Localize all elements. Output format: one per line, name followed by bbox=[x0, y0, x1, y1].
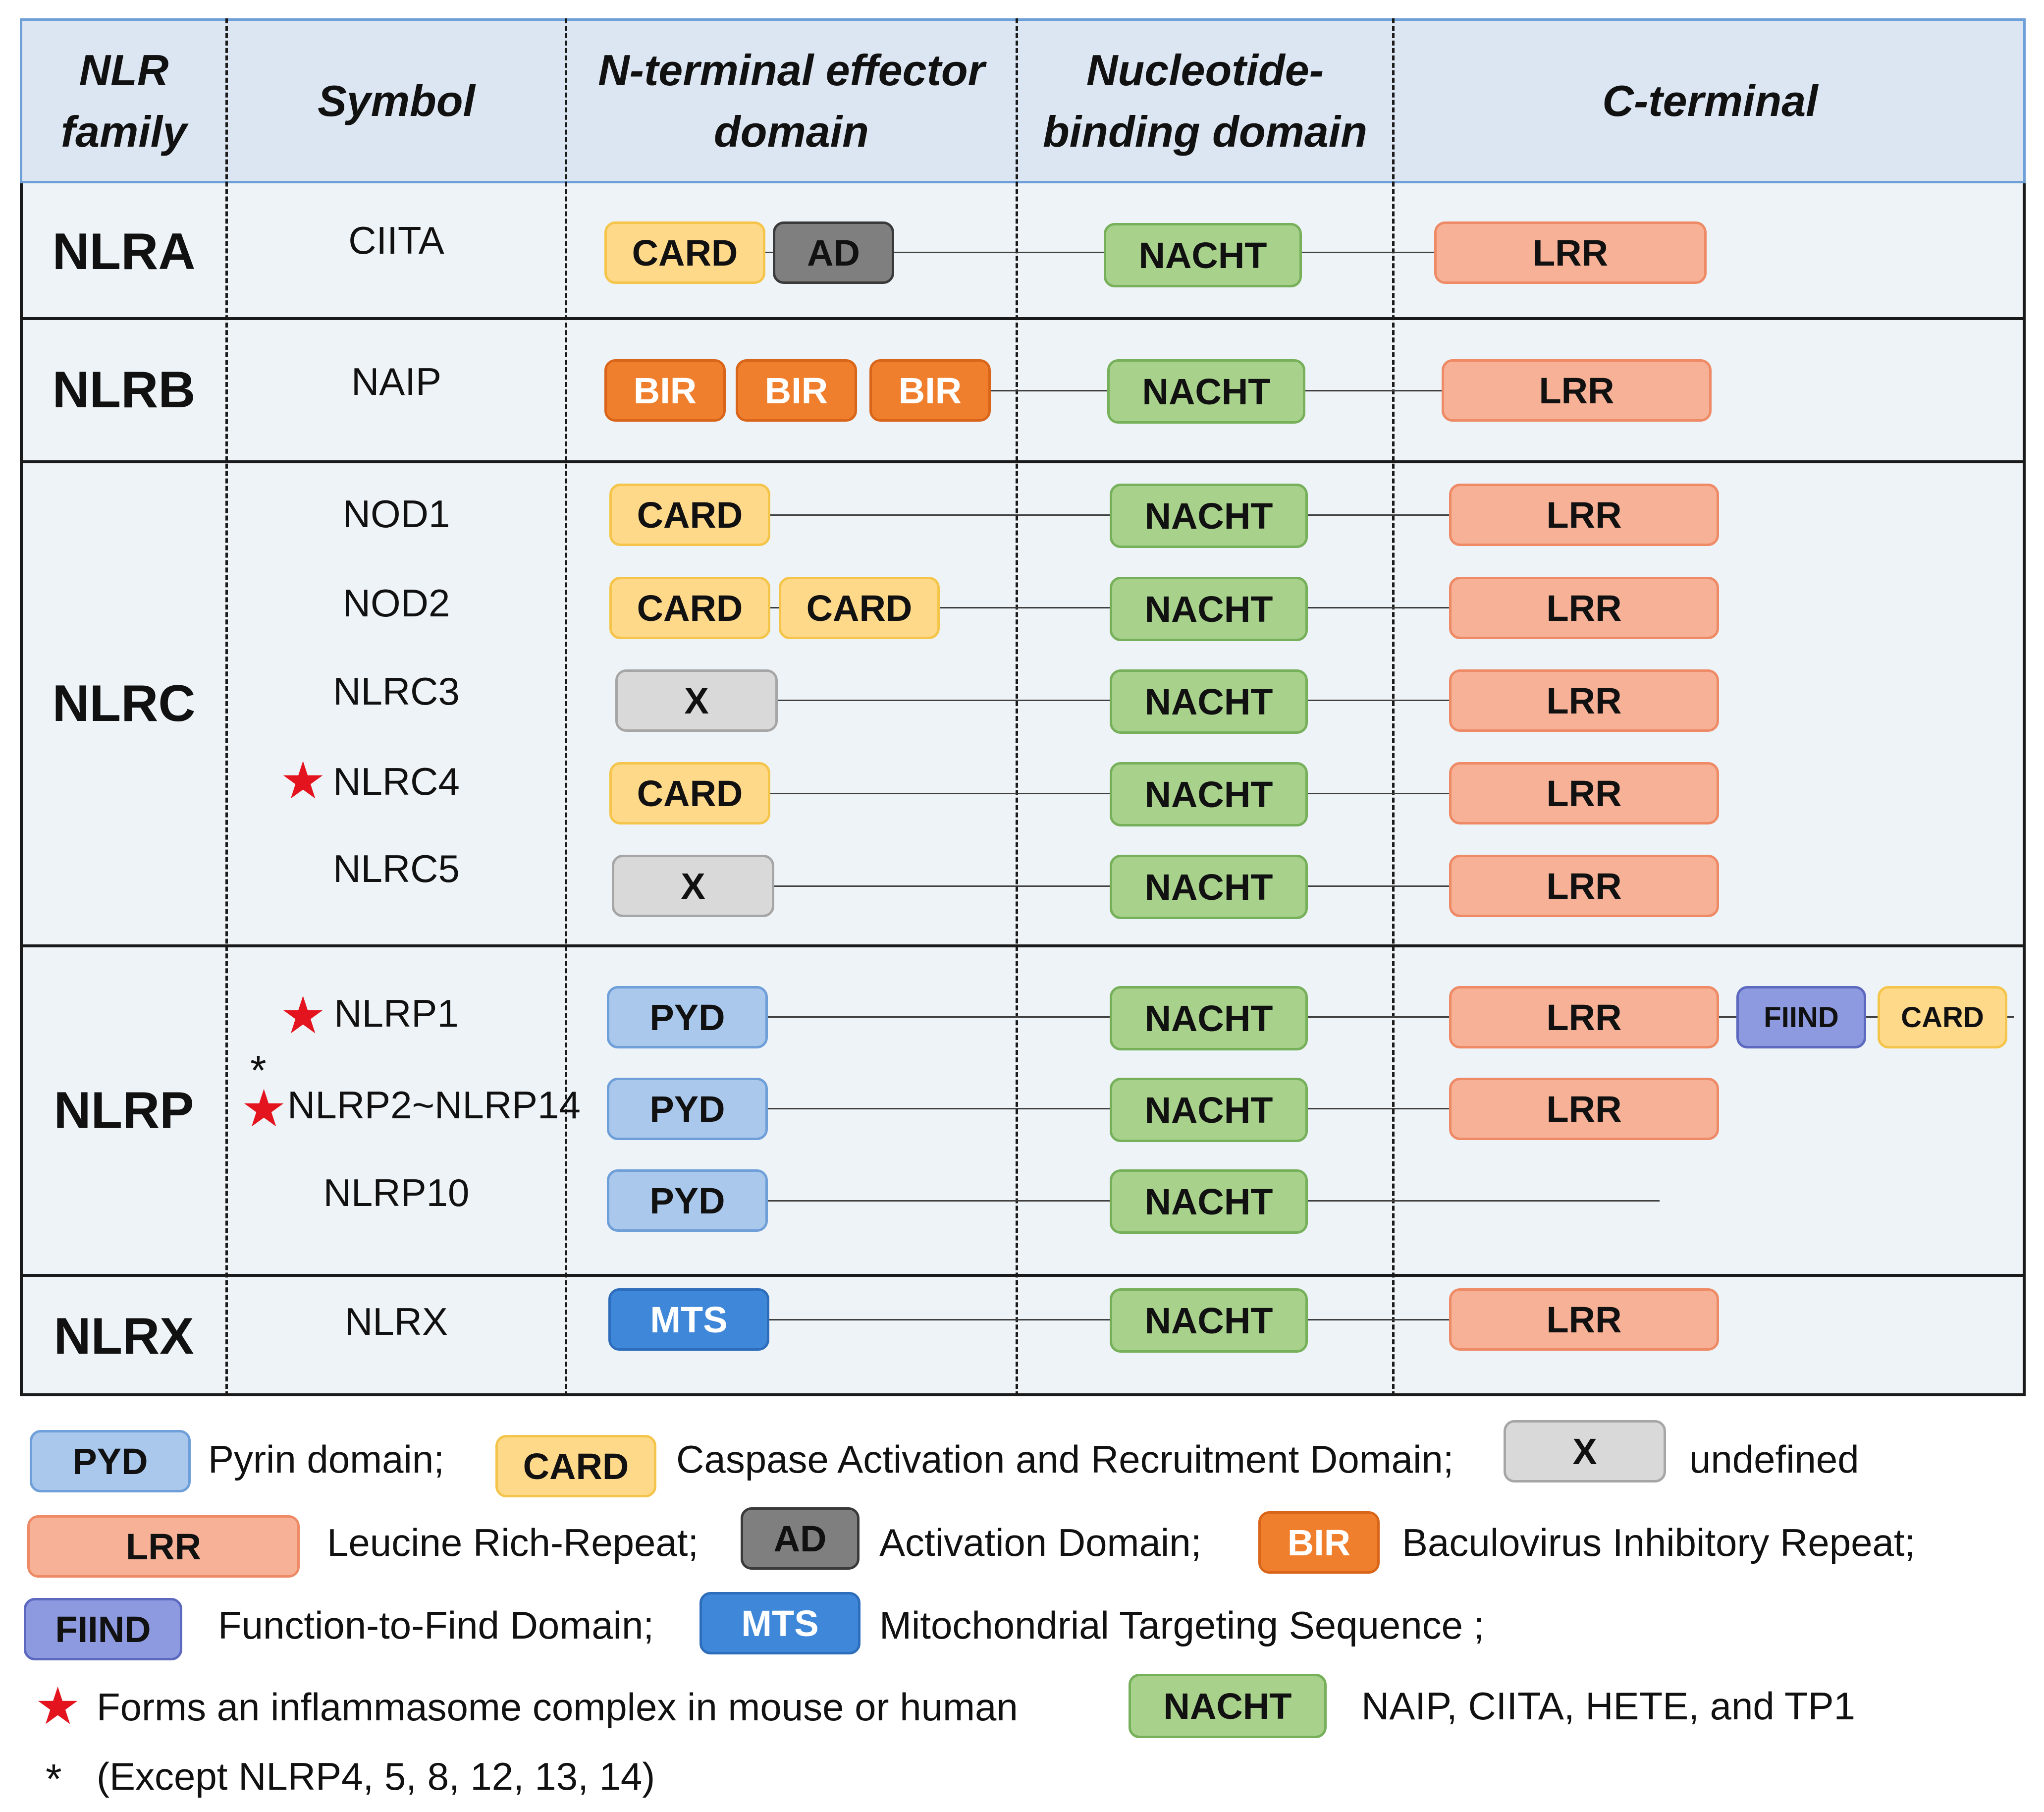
symbol-ciita: CIITA bbox=[348, 218, 444, 262]
legend-card-text: Caspase Activation and Recruitment Domai… bbox=[676, 1437, 1454, 1481]
header-nucleotide: Nucleotide- binding domain bbox=[1042, 45, 1367, 156]
domain-bir: BIR bbox=[604, 359, 726, 422]
legend-fiind-swatch: FIIND bbox=[24, 1598, 182, 1660]
symbol-nlrx: NLRX bbox=[344, 1299, 448, 1343]
domain-lrr: LRR bbox=[1449, 669, 1719, 732]
symbol-nod2: NOD2 bbox=[342, 581, 450, 625]
domain-card: CARD bbox=[609, 577, 770, 639]
row-separator bbox=[20, 944, 2026, 947]
domain-lrr: LRR bbox=[1449, 1078, 1719, 1140]
domain-lrr: LRR bbox=[1442, 359, 1712, 422]
domain-nacht: NACHT bbox=[1110, 669, 1308, 734]
header-c-terminal: C-terminal bbox=[1602, 76, 1818, 125]
family-nlrx: NLRX bbox=[54, 1308, 194, 1365]
domain-nacht: NACHT bbox=[1110, 986, 1308, 1050]
legend-mts-swatch: MTS bbox=[699, 1592, 861, 1654]
legend-nacht-text: NAIP, CIITA, HETE, and TP1 bbox=[1361, 1684, 1856, 1728]
legend-ad-swatch: AD bbox=[741, 1507, 860, 1570]
legend-x-text: undefined bbox=[1689, 1437, 1859, 1481]
legend-nacht-swatch: NACHT bbox=[1129, 1674, 1327, 1738]
domain-bir: BIR bbox=[869, 359, 991, 422]
domain-nacht: NACHT bbox=[1110, 762, 1308, 826]
domain-lrr: LRR bbox=[1449, 855, 1719, 917]
family-nlra: NLRA bbox=[52, 222, 196, 280]
legend-x-swatch: X bbox=[1504, 1420, 1666, 1483]
domain-pyd: PYD bbox=[607, 986, 768, 1048]
domain-bir: BIR bbox=[736, 359, 857, 422]
domain-lrr: LRR bbox=[1434, 221, 1707, 284]
domain-mts: MTS bbox=[608, 1288, 769, 1351]
symbol-naip: NAIP bbox=[351, 359, 442, 403]
symbol-nlrc3: NLRC3 bbox=[333, 669, 460, 713]
row-separator bbox=[20, 460, 2026, 463]
inflammasome-star-icon: ★ bbox=[280, 752, 326, 810]
header-symbol: Symbol bbox=[318, 76, 475, 125]
legend-pyd-text: Pyrin domain; bbox=[208, 1437, 444, 1481]
symbol-nlrc4: NLRC4 bbox=[333, 759, 460, 803]
domain-lrr: LRR bbox=[1449, 577, 1719, 639]
legend-bir-swatch: BIR bbox=[1258, 1511, 1380, 1574]
legend-asterisk-icon: * bbox=[46, 1756, 62, 1802]
domain-lrr: LRR bbox=[1449, 1288, 1719, 1351]
column-separator bbox=[225, 18, 228, 1396]
domain-nacht: NACHT bbox=[1110, 1169, 1308, 1234]
domain-nacht: NACHT bbox=[1110, 1078, 1308, 1142]
domain-lrr: LRR bbox=[1449, 762, 1719, 824]
column-separator bbox=[1392, 18, 1395, 1396]
inflammasome-star-icon: ★ bbox=[241, 1080, 287, 1138]
row-separator bbox=[20, 317, 2026, 320]
domain-lrr: LRR bbox=[1449, 986, 1719, 1048]
domain-nacht: NACHT bbox=[1110, 855, 1308, 919]
domain-lrr: LRR bbox=[1449, 484, 1719, 546]
inflammasome-star-icon: ★ bbox=[280, 987, 326, 1044]
header-n-terminal: N-terminal effector domain bbox=[598, 45, 985, 156]
legend-pyd-swatch: PYD bbox=[30, 1430, 191, 1492]
linker bbox=[765, 1016, 2014, 1018]
domain-card: CARD bbox=[609, 484, 770, 546]
symbol-nlrp10: NLRP10 bbox=[323, 1170, 470, 1214]
domain-pyd: PYD bbox=[607, 1078, 768, 1140]
symbol-nod1: NOD1 bbox=[342, 492, 450, 536]
domain-nacht: NACHT bbox=[1110, 1288, 1308, 1353]
domain-nacht: NACHT bbox=[1110, 577, 1308, 641]
column-separator bbox=[565, 18, 567, 1396]
domain-nacht: NACHT bbox=[1110, 484, 1308, 548]
legend-ad-text: Activation Domain; bbox=[879, 1520, 1202, 1564]
legend-star-icon: ★ bbox=[35, 1678, 81, 1735]
domain-nacht: NACHT bbox=[1107, 359, 1305, 424]
family-nlrb: NLRB bbox=[52, 361, 196, 419]
family-nlrc: NLRC bbox=[52, 675, 196, 732]
domain-x: X bbox=[615, 669, 778, 732]
family-nlrp: NLRP bbox=[54, 1082, 194, 1139]
symbol-nlrc5: NLRC5 bbox=[333, 846, 460, 890]
legend-star-text: Forms an inflammasome complex in mouse o… bbox=[97, 1685, 1018, 1729]
legend-fiind-text: Function-to-Find Domain; bbox=[218, 1603, 654, 1647]
legend-mts-text: Mitochondrial Targeting Sequence ; bbox=[879, 1603, 1485, 1647]
domain-ad: AD bbox=[773, 221, 894, 284]
domain-card: CARD bbox=[604, 221, 765, 284]
domain-card: CARD bbox=[1878, 986, 2007, 1048]
domain-card: CARD bbox=[779, 577, 940, 639]
domain-x: X bbox=[612, 855, 774, 917]
domain-fiind: FIIND bbox=[1736, 986, 1866, 1048]
legend-bir-text: Baculovirus Inhibitory Repeat; bbox=[1402, 1520, 1916, 1564]
legend-asterisk-text: (Except NLRP4, 5, 8, 12, 13, 14) bbox=[97, 1754, 655, 1798]
domain-card: CARD bbox=[609, 762, 770, 824]
legend-lrr-text: Leucine Rich-Repeat; bbox=[327, 1520, 699, 1564]
symbol-nlrp2-14: NLRP2~NLRP14 bbox=[287, 1083, 581, 1127]
column-separator bbox=[1016, 18, 1018, 1396]
header-family: NLR family bbox=[60, 45, 187, 156]
domain-nacht: NACHT bbox=[1104, 223, 1302, 287]
domain-pyd: PYD bbox=[607, 1169, 768, 1232]
exception-asterisk: * bbox=[250, 1047, 267, 1094]
symbol-nlrp1: NLRP1 bbox=[334, 991, 459, 1035]
legend-card-swatch: CARD bbox=[495, 1435, 656, 1497]
header-band bbox=[20, 18, 2026, 183]
legend-lrr-swatch: LRR bbox=[27, 1515, 300, 1578]
linker bbox=[609, 607, 1461, 608]
row-separator bbox=[20, 1274, 2026, 1277]
